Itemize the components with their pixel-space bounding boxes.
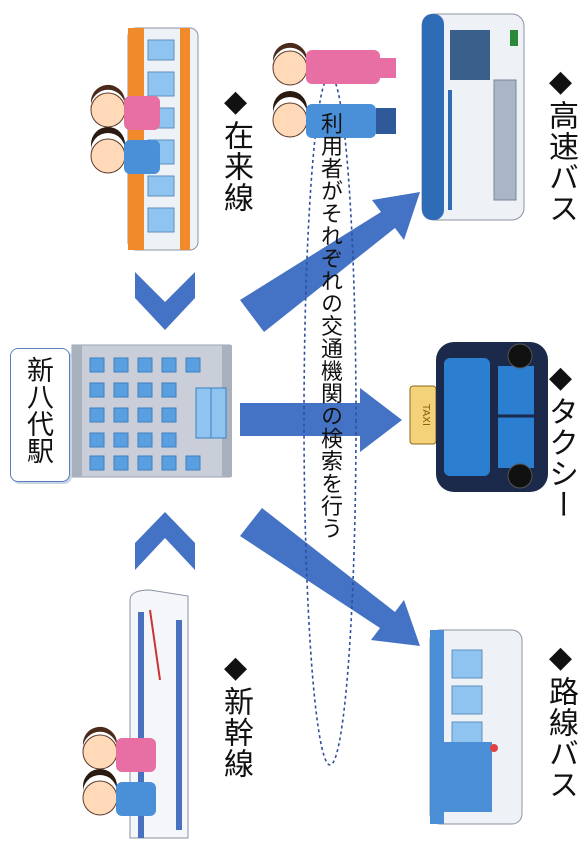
label-shinkansen: ◆新幹線 [218,650,253,779]
route-bus-icon [429,629,523,825]
building-icon [71,344,232,478]
taxi-icon: TAXI [409,342,548,492]
arrows [135,192,420,646]
label-route-bus: ◆路線バス [543,640,578,800]
taxi-sign: TAXI [420,403,431,426]
station-name: 新八代駅 [22,356,53,464]
arrow-to-taxi [240,388,402,452]
train-icon [127,27,199,251]
label-highway-bus: ◆高速バス [543,64,578,224]
arrow-to-highway-bus [240,192,420,332]
couple-icon [272,42,396,138]
arrow-chevron-top [135,272,195,330]
center-note: 利用者がそれぞれの交通機関の検索を行う [317,112,342,540]
station-box [10,348,70,482]
arrow-to-route-bus [240,508,420,646]
highway-bus-icon [421,13,525,221]
arrow-chevron-bottom [135,512,195,570]
family-icon-shinkansen [82,726,156,816]
family-icon [90,84,160,174]
label-taxi: ◆タクシー [543,360,578,520]
shinkansen-icon [129,589,189,839]
label-conventional-line: ◆在来線 [218,84,253,213]
